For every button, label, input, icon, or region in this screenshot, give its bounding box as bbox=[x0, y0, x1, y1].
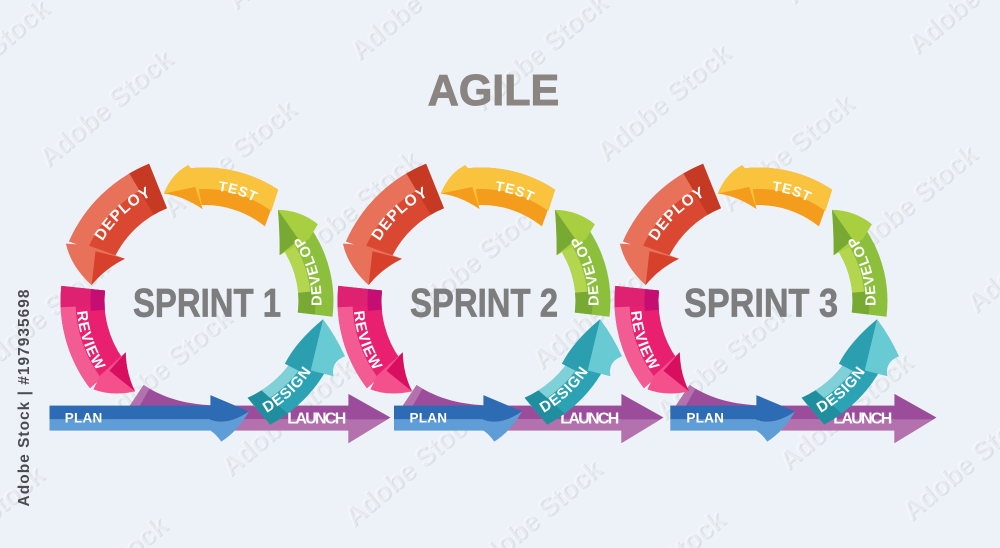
svg-text:PLAN: PLAN bbox=[410, 410, 449, 425]
svg-text:PLAN: PLAN bbox=[686, 410, 725, 425]
svg-text:Adobe Stock | #197935698: Adobe Stock | #197935698 bbox=[16, 289, 33, 507]
svg-text:LAUNCH: LAUNCH bbox=[560, 410, 620, 427]
svg-text:LAUNCH: LAUNCH bbox=[287, 410, 347, 427]
svg-text:PLAN: PLAN bbox=[65, 410, 104, 425]
svg-text:SPRINT 2: SPRINT 2 bbox=[410, 282, 558, 326]
svg-text:SPRINT 3: SPRINT 3 bbox=[684, 282, 838, 326]
svg-text:AGILE: AGILE bbox=[428, 66, 560, 115]
svg-text:LAUNCH: LAUNCH bbox=[833, 410, 893, 427]
svg-text:SPRINT 1: SPRINT 1 bbox=[133, 282, 281, 326]
